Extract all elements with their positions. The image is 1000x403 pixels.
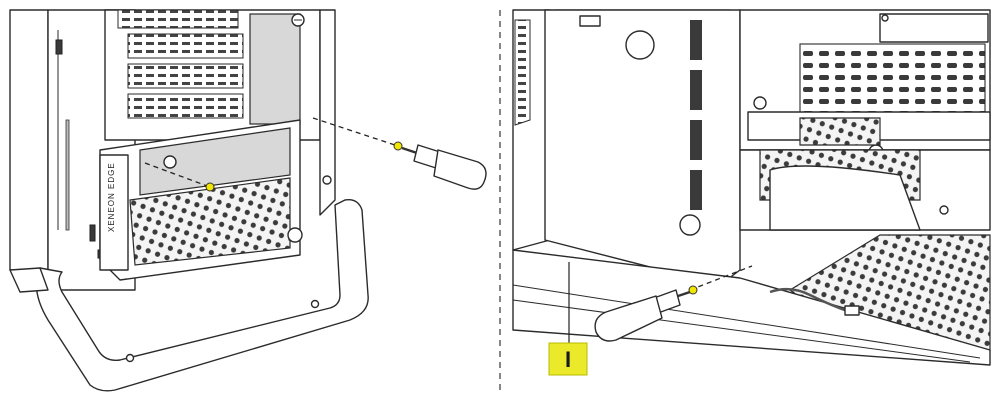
- pci-slot-cover: [127, 63, 244, 89]
- pci-slot-cover: [127, 33, 244, 59]
- tray-vent-grid: [799, 43, 986, 115]
- screw-icon: [205, 182, 215, 192]
- screw-path-line: [689, 265, 753, 291]
- case-logo-text: XENEON EDGE: [107, 162, 116, 232]
- case-front-edge: [9, 9, 49, 271]
- screwdriver-icon: [594, 289, 691, 342]
- callout-label-box: [548, 342, 588, 376]
- screw-icon: [688, 285, 698, 295]
- callout-label: I: [565, 347, 571, 372]
- logo-strip: [99, 154, 129, 271]
- screw-path-line: [144, 162, 211, 188]
- screw-hole-icon: [287, 227, 303, 243]
- case-floor: [512, 249, 991, 366]
- right-panel: I: [512, 9, 991, 376]
- mesh-panel: [129, 177, 291, 266]
- left-panel: XENEON EDGE: [9, 9, 487, 392]
- screwdriver-icon: [401, 144, 487, 190]
- screw-icon: [393, 141, 403, 151]
- case-foot-handle: [35, 199, 369, 392]
- cable: [769, 287, 851, 314]
- port-icon: [89, 224, 96, 242]
- thumbscrew-icon: [753, 96, 767, 110]
- pci-slot-cover: [127, 93, 244, 119]
